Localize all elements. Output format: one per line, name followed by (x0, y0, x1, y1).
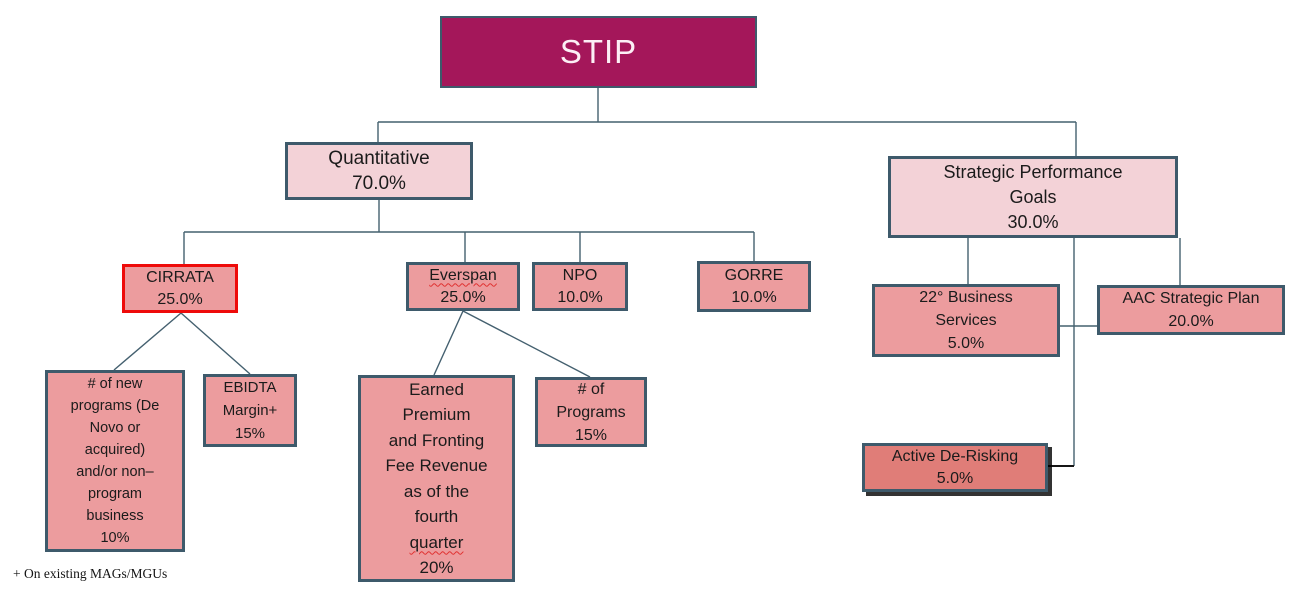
node-22-business-services: 22° Business Services 5.0% (872, 284, 1060, 357)
node-aac-strategic-plan-value: 20.0% (1168, 313, 1214, 330)
node-22-business-services-value: 5.0% (947, 335, 985, 352)
node-gorre: GORRE 10.0% (697, 261, 811, 312)
node-number-of-programs-label: # of Programs (556, 380, 626, 421)
node-aac-strategic-plan: AAC Strategic Plan 20.0% (1097, 285, 1285, 335)
node-stip-label: STIP (559, 33, 638, 70)
node-stip: STIP (440, 16, 757, 88)
node-gorre-label: GORRE (724, 266, 784, 284)
node-strategic-label: Strategic Performance Goals (943, 161, 1123, 207)
node-quantitative-label: Quantitative (328, 148, 430, 169)
node-aac-strategic-plan-label: AAC Strategic Plan (1122, 290, 1260, 307)
node-number-of-programs: # of Programs 15% (535, 377, 647, 447)
node-new-programs-label: # of new programs (De Novo or acquired) … (70, 376, 160, 524)
node-number-of-programs-value: 15% (574, 426, 608, 444)
node-strategic-performance-goals: Strategic Performance Goals 30.0% (888, 156, 1178, 238)
node-gorre-value: 10.0% (731, 288, 777, 306)
node-npo-label: NPO (562, 266, 598, 284)
node-cirrata-label: CIRRATA (146, 268, 214, 286)
node-active-de-risking: Active De-Risking 5.0% (862, 443, 1048, 492)
node-ebidta-margin-label: EBIDTA Margin+ (222, 379, 278, 419)
node-earned-premium-label-quarter: quarter (409, 532, 464, 552)
node-new-programs-value: 10% (100, 530, 130, 546)
node-quantitative-value: 70.0% (352, 173, 406, 194)
node-earned-premium-label: Earned Premium and Fronting Fee Revenue … (385, 379, 488, 527)
node-everspan-label: Everspan (429, 266, 497, 284)
node-22-business-services-label: 22° Business Services (919, 289, 1013, 329)
node-new-programs: # of new programs (De Novo or acquired) … (45, 370, 185, 552)
footnote: + On existing MAGs/MGUs (13, 566, 168, 581)
node-quantitative: Quantitative 70.0% (285, 142, 473, 200)
node-active-de-risking-value: 5.0% (936, 469, 974, 487)
node-cirrata: CIRRATA 25.0% (122, 264, 238, 313)
node-npo: NPO 10.0% (532, 262, 628, 311)
node-active-de-risking-label: Active De-Risking (891, 447, 1019, 465)
node-ebidta-margin-value: 15% (234, 425, 266, 442)
node-npo-value: 10.0% (557, 288, 603, 306)
node-ebidta-margin: EBIDTA Margin+ 15% (203, 374, 297, 447)
node-everspan-value: 25.0% (440, 288, 486, 306)
node-strategic-value: 30.0% (1007, 211, 1059, 232)
node-earned-premium-value: 20% (419, 558, 454, 577)
node-cirrata-value: 25.0% (157, 290, 203, 308)
node-everspan: Everspan 25.0% (406, 262, 520, 311)
node-earned-premium: Earned Premium and Fronting Fee Revenue … (358, 375, 515, 582)
